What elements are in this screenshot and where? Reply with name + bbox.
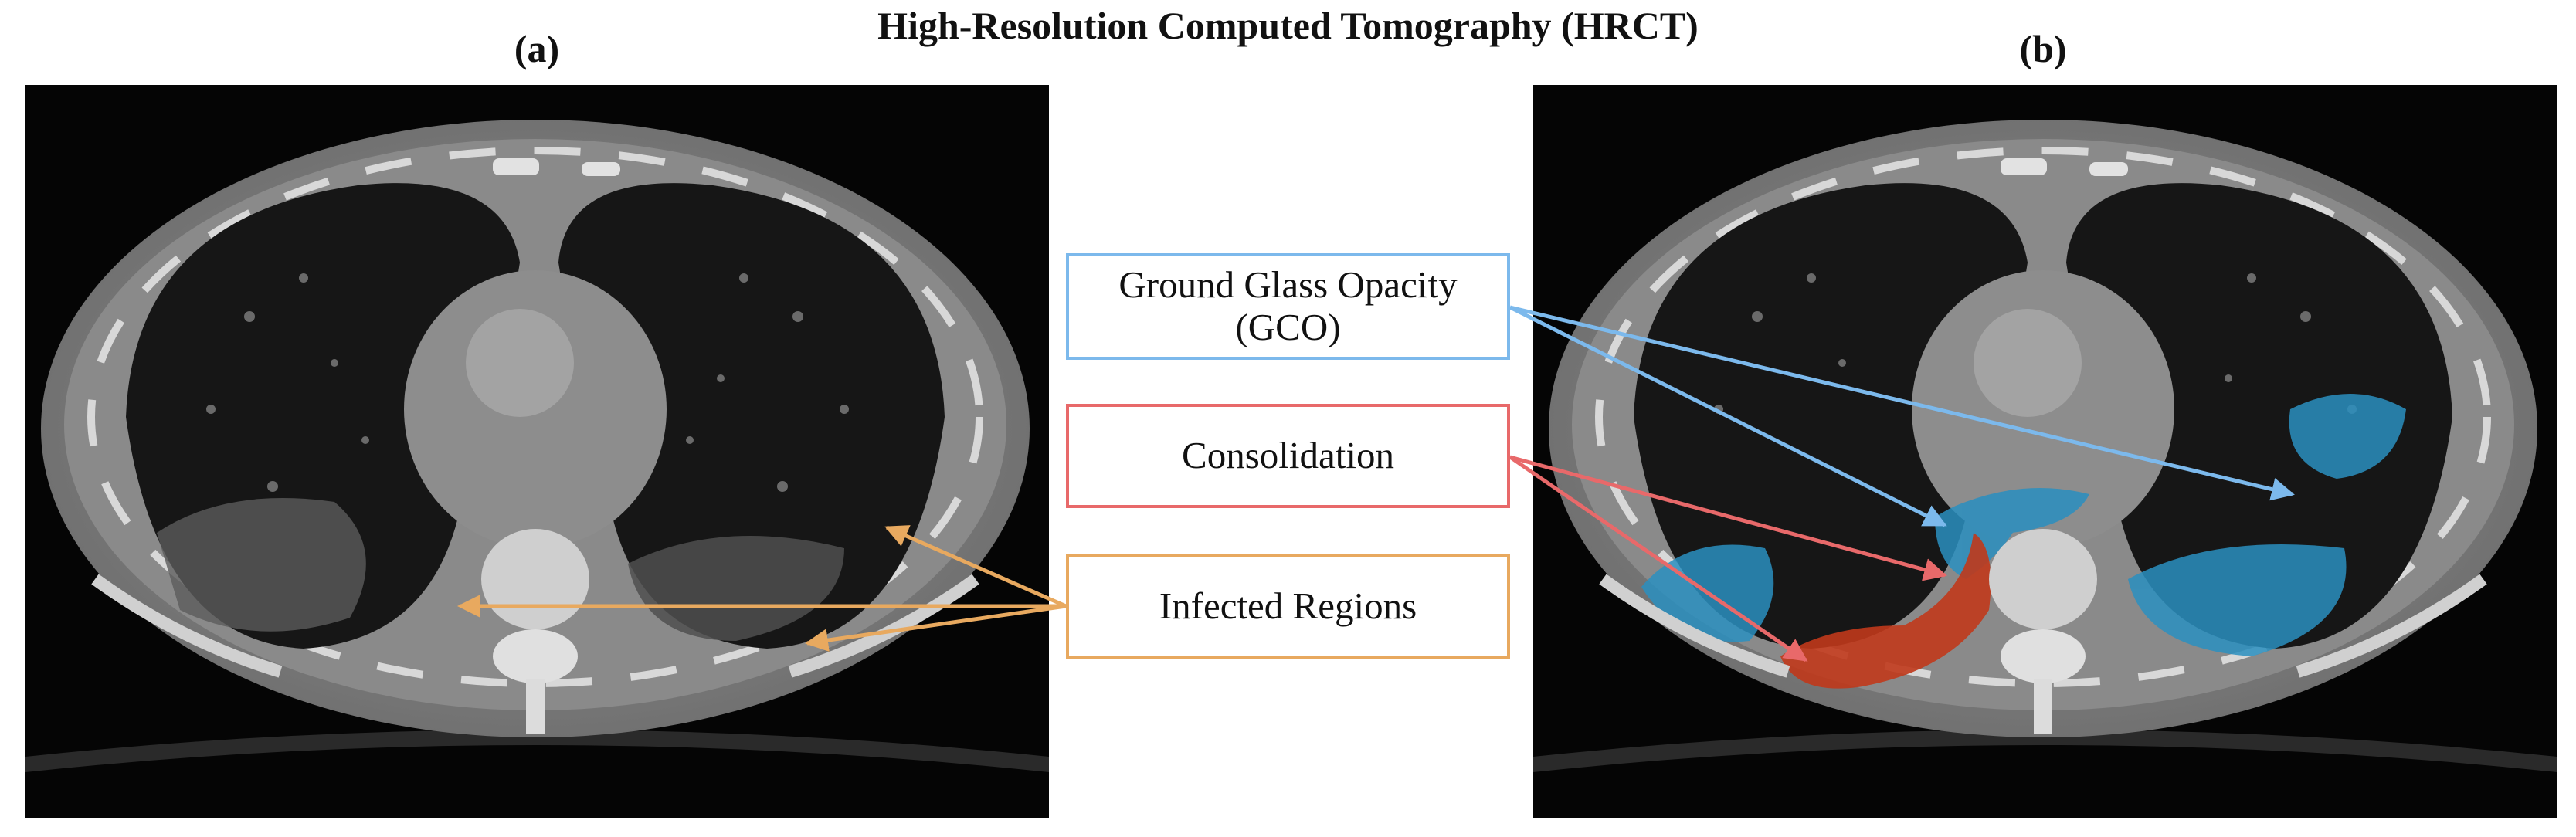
callout-gco-line1: Ground Glass Opacity <box>1118 263 1458 307</box>
ct-scan-segmented <box>1533 85 2557 818</box>
panel-a-label: (a) <box>514 27 560 70</box>
consolidation-overlay <box>1780 533 1991 689</box>
ct-image-original <box>25 85 1049 818</box>
figure-title: High-Resolution Computed Tomography (HRC… <box>877 4 1699 47</box>
callout-gco: Ground Glass Opacity (GCO) <box>1066 253 1510 360</box>
ct-scan-original <box>25 85 1049 818</box>
callout-infected-label: Infected Regions <box>1159 585 1417 628</box>
callout-consolidation-label: Consolidation <box>1182 434 1394 477</box>
ct-image-segmented <box>1533 85 2557 818</box>
panel-b-label: (b) <box>2019 27 2067 70</box>
callout-gco-line2: (GCO) <box>1235 306 1341 348</box>
callout-consolidation: Consolidation <box>1066 404 1510 508</box>
callout-infected-regions: Infected Regions <box>1066 554 1510 659</box>
